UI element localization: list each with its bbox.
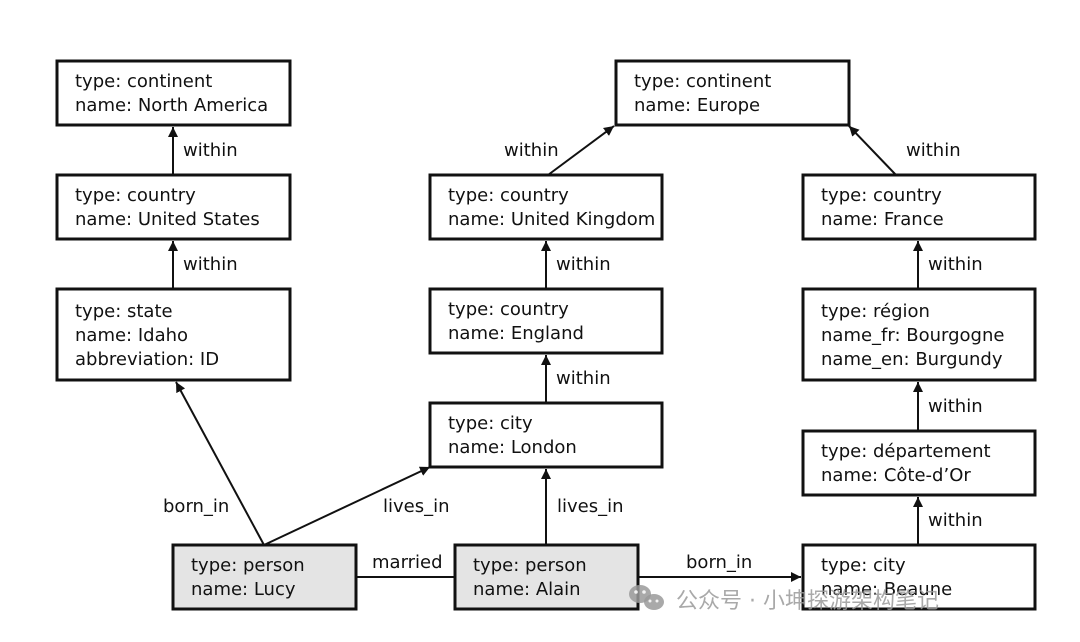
node-text-line: name: Côte-d’Or <box>821 465 971 486</box>
node-lucy: type: person name: Lucy <box>171 543 358 611</box>
edge-label: lives_in <box>557 496 624 517</box>
node-text-line: type: département <box>821 441 991 462</box>
node-text-line: type: city <box>821 555 906 576</box>
edge-label: within <box>183 254 238 275</box>
edge-lucy-married-alain: married <box>356 552 455 578</box>
wechat-icon <box>629 585 664 610</box>
node-text-line: name: United States <box>75 209 260 230</box>
edge-label: married <box>372 552 443 573</box>
edge-label: born_in <box>163 496 229 517</box>
node-cote-dor: type: département name: Côte-d’Or <box>801 429 1037 497</box>
node-text-line: type: person <box>191 555 305 576</box>
node-text-line: type: city <box>448 413 533 434</box>
node-text-line: type: country <box>75 185 196 206</box>
node-text-line: type: country <box>448 299 569 320</box>
node-idaho: type: state name: Idaho abbreviation: ID <box>55 287 292 382</box>
edge-england-within-uk: within <box>541 241 611 289</box>
node-text-line: name: Beaune <box>821 579 952 600</box>
edge-uk-within-europe: within <box>504 125 615 176</box>
node-text-line: type: country <box>821 185 942 206</box>
watermark: 公众号 · 小坤探游架构笔记 <box>629 585 939 614</box>
node-united-states: type: country name: United States <box>55 173 292 241</box>
node-text-line: type: continent <box>634 71 771 92</box>
node-united-kingdom: type: country name: United Kingdom <box>428 173 664 241</box>
edge-label: within <box>928 396 983 417</box>
edge-label: within <box>906 140 961 161</box>
edge-beaune-within-cote-dor: within <box>913 497 983 545</box>
node-england: type: country name: England <box>428 287 664 355</box>
node-text-line: type: country <box>448 185 569 206</box>
node-text-line: name: North America <box>75 95 268 116</box>
edge-label: within <box>928 510 983 531</box>
node-text-line: name: London <box>448 437 577 458</box>
edge-us-within-north-america: within <box>168 127 238 175</box>
node-text-line: name: France <box>821 209 944 230</box>
node-europe: type: continent name: Europe <box>614 59 851 127</box>
node-text-line: type: région <box>821 301 930 322</box>
edge-label: lives_in <box>383 496 450 517</box>
edge-label: within <box>928 254 983 275</box>
edge-label: within <box>556 368 611 389</box>
node-london: type: city name: London <box>428 401 664 469</box>
edge-idaho-within-us: within <box>168 241 238 289</box>
node-north-america: type: continent name: North America <box>55 59 292 127</box>
edge-cote-dor-within-burgundy: within <box>913 382 983 431</box>
node-alain: type: person name: Alain <box>453 543 640 611</box>
node-france: type: country name: France <box>801 173 1037 241</box>
edge-lucy-lives-in-london: lives_in <box>263 466 450 546</box>
node-text-line: name: England <box>448 323 584 344</box>
node-text-line: type: continent <box>75 71 212 92</box>
edge-lucy-born-in-idaho: born_in <box>163 381 265 546</box>
node-beaune: type: city name: Beaune <box>801 543 1037 611</box>
node-text-line: name: Idaho <box>75 325 188 346</box>
edge-burgundy-within-france: within <box>913 241 983 289</box>
edge-label: within <box>556 254 611 275</box>
watermark-text: 公众号 · 小坤探游架构笔记 <box>676 589 939 614</box>
edge-label: within <box>183 140 238 161</box>
node-burgundy: type: région name_fr: Bourgogne name_en:… <box>801 287 1037 382</box>
node-text-line: name: United Kingdom <box>448 209 655 230</box>
edge-alain-born-in-beaune: born_in <box>638 552 801 582</box>
edge-london-within-england: within <box>541 355 611 403</box>
edge-label: within <box>504 140 559 161</box>
node-text-line: name: Europe <box>634 95 760 116</box>
node-text-line: name_en: Burgundy <box>821 349 1003 370</box>
edge-alain-lives-in-london: lives_in <box>541 469 624 545</box>
node-text-line: type: state <box>75 301 173 322</box>
node-text-line: name_fr: Bourgogne <box>821 325 1004 346</box>
node-text-line: name: Alain <box>473 579 581 600</box>
edge-france-within-europe: within <box>848 125 961 176</box>
node-text-line: type: person <box>473 555 587 576</box>
edge-label: born_in <box>686 552 752 573</box>
node-text-line: abbreviation: ID <box>75 349 219 370</box>
node-text-line: name: Lucy <box>191 579 296 600</box>
